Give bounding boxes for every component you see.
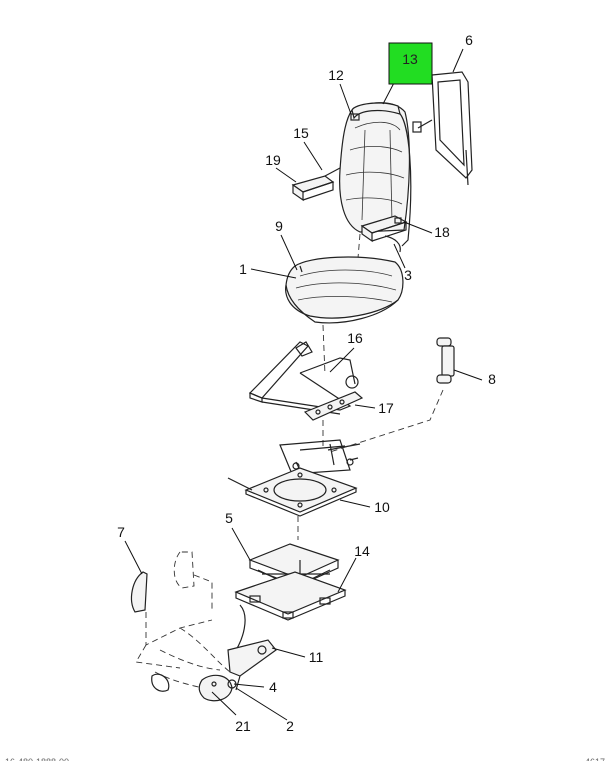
seat-cushion [285,256,404,324]
slide-adjuster [303,391,364,421]
callout-5[interactable]: 5 [225,510,233,526]
cable-route [135,612,231,673]
seat-back [339,102,412,247]
suspension-base [234,571,347,621]
callout-9[interactable]: 9 [275,218,283,234]
control-valve [227,639,277,691]
callout-7[interactable]: 7 [117,524,125,540]
side-cover-7 [130,571,148,613]
armrest-right [360,215,408,243]
footer-sheet-id: 4617 [585,757,605,761]
footer-drawing-number: 16-480-1888-00 [5,757,69,761]
callout-15[interactable]: 15 [293,125,309,141]
callout-16[interactable]: 16 [347,330,363,346]
callout-17[interactable]: 17 [378,400,394,416]
callout-21[interactable]: 21 [235,718,251,734]
shock-absorber [329,337,455,453]
side-cover-dashed [173,551,213,610]
callout-8[interactable]: 8 [488,371,496,387]
mounting-bracket [279,439,361,475]
assembly-line-back [357,233,361,259]
callout-14[interactable]: 14 [354,543,370,559]
callout-18[interactable]: 18 [434,224,450,240]
callout-10[interactable]: 10 [374,499,390,515]
callout-1[interactable]: 1 [239,261,247,277]
callout-19[interactable]: 19 [265,152,281,168]
swivel-plate [227,467,358,517]
air-hoses [151,649,221,692]
callout-6[interactable]: 6 [465,32,473,48]
recline-bracket [384,235,401,253]
assembly-line-cushion [322,324,326,376]
callout-13[interactable]: 13 [402,51,418,67]
callout-2[interactable]: 2 [286,718,294,734]
leader-lines [124,48,483,721]
callout-4[interactable]: 4 [269,679,277,695]
callout-13-highlight [388,42,433,85]
seat-slide-frame [248,341,359,415]
valve-handle [198,674,237,702]
callout-3[interactable]: 3 [404,267,412,283]
armrest-left [291,167,341,202]
rear-panel [412,71,473,186]
headrest [350,102,401,121]
callout-11[interactable]: 11 [309,649,324,665]
callout-12[interactable]: 12 [328,67,344,83]
